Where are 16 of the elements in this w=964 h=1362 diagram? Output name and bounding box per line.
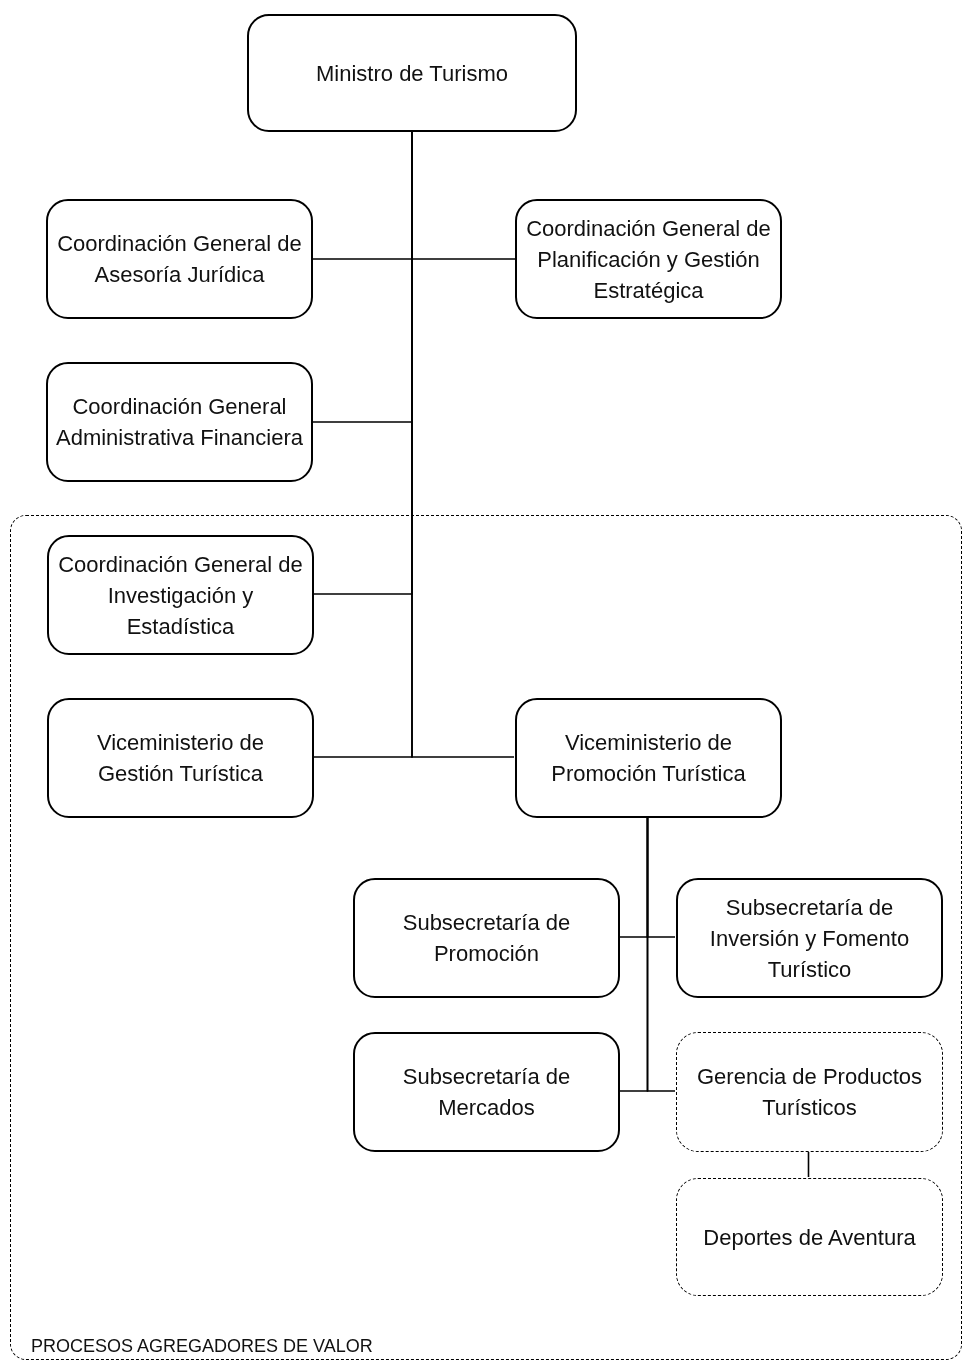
connector-line bbox=[807, 1150, 810, 1178]
org-box: Coordinación General Administrativa Financiera bbox=[46, 362, 313, 482]
org-box: Coordinación General de Investigación y Estadística bbox=[47, 535, 314, 655]
group-frame bbox=[10, 515, 962, 1360]
org-box: Viceministerio de Promoción Turística bbox=[515, 698, 782, 818]
org-box: Ministro de Turismo bbox=[247, 14, 577, 132]
org-box: Coordinación General de Planificación y Gestión Estratégica bbox=[515, 199, 782, 319]
group-label: PROCESOS AGREGADORES DE VALOR bbox=[31, 1336, 373, 1357]
org-box: Subsecretaría de Mercados bbox=[353, 1032, 620, 1152]
org-box: Viceministerio de Gestión Turística bbox=[47, 698, 314, 818]
org-box: Coordinación General de Asesoría Jurídica bbox=[46, 199, 313, 319]
connector-line bbox=[646, 816, 676, 1092]
org-box: Deportes de Aventura bbox=[676, 1178, 943, 1296]
org-box: Gerencia de Productos Turísticos bbox=[676, 1032, 943, 1152]
org-box: Subsecretaría de Inversión y Fomento Turístico bbox=[676, 878, 943, 998]
org-box: Subsecretaría de Promoción bbox=[353, 878, 620, 998]
